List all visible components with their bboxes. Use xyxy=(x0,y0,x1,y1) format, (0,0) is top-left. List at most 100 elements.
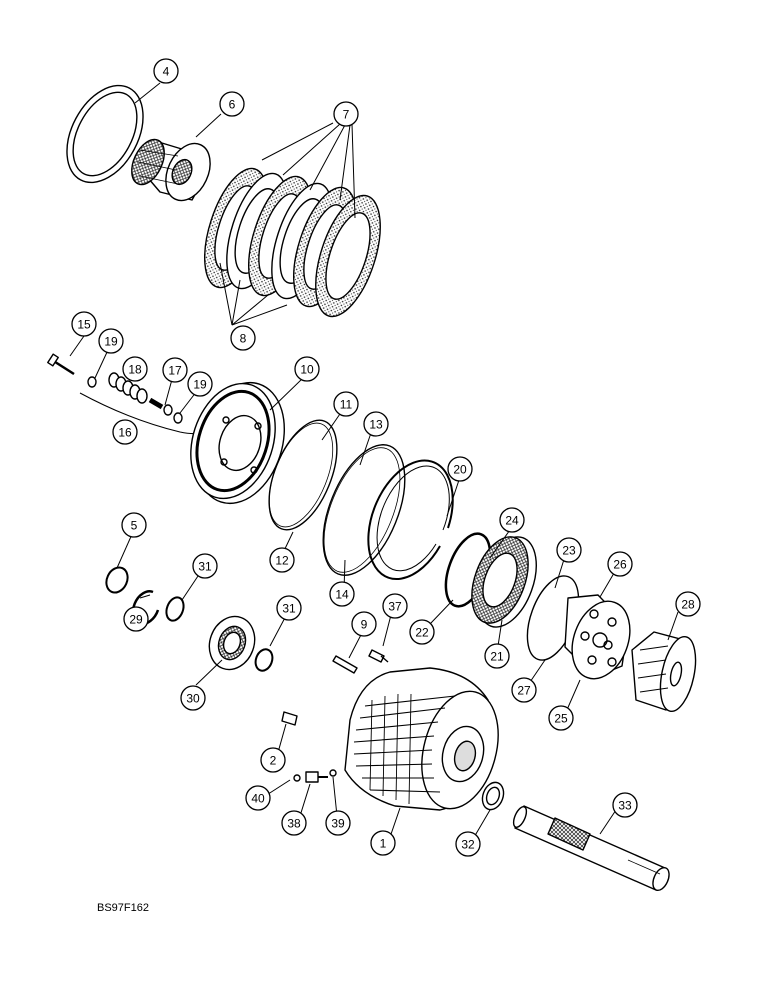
callout-19: 19 xyxy=(187,371,213,397)
callout-number: 19 xyxy=(104,335,118,349)
part-40-seal xyxy=(293,774,301,782)
callout-number: 7 xyxy=(343,108,350,122)
callout-number: 25 xyxy=(554,712,568,726)
part-37-fitting xyxy=(368,649,389,663)
callout-20: 20 xyxy=(447,456,473,482)
part-28-pinion-gear xyxy=(631,631,697,713)
callout-number: 10 xyxy=(300,363,314,377)
part-38-nipple xyxy=(305,771,328,783)
callout-balloon xyxy=(329,581,355,607)
callout-number: 1 xyxy=(380,837,387,851)
callout-balloon xyxy=(363,411,389,437)
callout-balloon xyxy=(112,419,138,445)
callout-balloon xyxy=(192,553,218,579)
callout-9: 9 xyxy=(351,611,377,637)
callout-number: 12 xyxy=(275,554,289,568)
callout-balloon xyxy=(548,705,574,731)
callout-number: 20 xyxy=(453,463,467,477)
callout-balloon xyxy=(260,747,286,773)
callout-balloon xyxy=(121,512,147,538)
callout-27: 27 xyxy=(511,677,537,703)
callout-number: 19 xyxy=(193,378,207,392)
callout-balloon xyxy=(325,810,351,836)
callout-number: 13 xyxy=(369,418,383,432)
part-24-21-thrust-bearing xyxy=(471,536,537,628)
callout-balloon xyxy=(370,830,396,856)
callout-23: 23 xyxy=(556,537,582,563)
callout-balloon xyxy=(447,456,473,482)
callout-number: 14 xyxy=(335,588,349,602)
callout-14: 14 xyxy=(329,581,355,607)
callout-21: 21 xyxy=(484,643,510,669)
callout-balloon xyxy=(219,91,245,117)
callout-balloon xyxy=(294,356,320,382)
callout-balloon xyxy=(269,547,295,573)
part-2-pin xyxy=(281,711,298,726)
callout-33: 33 xyxy=(612,792,638,818)
callout-16: 16 xyxy=(112,419,138,445)
callout-number: 26 xyxy=(613,558,627,572)
callout-number: 2 xyxy=(270,754,277,768)
callout-balloon xyxy=(187,371,213,397)
part-11-12-seal-ring xyxy=(268,419,338,531)
callout-32: 32 xyxy=(455,831,481,857)
callout-balloon xyxy=(180,685,206,711)
callout-number: 40 xyxy=(251,792,265,806)
callout-balloon xyxy=(607,551,633,577)
callout-26: 26 xyxy=(607,551,633,577)
callout-number: 24 xyxy=(505,514,519,528)
callout-10: 10 xyxy=(294,356,320,382)
part-39-o-ring xyxy=(329,769,337,777)
callout-number: 11 xyxy=(340,398,353,412)
callout-balloon xyxy=(499,507,525,533)
callout-number: 18 xyxy=(128,363,142,377)
part-30-bearing xyxy=(208,615,256,671)
callout-30: 30 xyxy=(180,685,206,711)
callout-number: 38 xyxy=(287,817,301,831)
callout-1: 1 xyxy=(370,830,396,856)
callout-number: 15 xyxy=(77,318,91,332)
part-15-bolt xyxy=(47,353,75,376)
callout-number: 16 xyxy=(118,426,132,440)
callout-number: 30 xyxy=(186,692,200,706)
part-32-bushing xyxy=(481,781,505,811)
callout-13: 13 xyxy=(363,411,389,437)
part-1-clutch-drum-housing xyxy=(344,667,499,811)
callout-12: 12 xyxy=(269,547,295,573)
callout-balloon xyxy=(230,325,256,351)
callout-29: 29 xyxy=(123,606,149,632)
callout-4: 4 xyxy=(153,58,179,84)
part-4-shim-ring xyxy=(66,84,144,184)
part-18-spring-pack xyxy=(79,372,206,435)
callout-17: 17 xyxy=(162,357,188,383)
callout-number: 39 xyxy=(331,817,345,831)
part-33-output-shaft xyxy=(512,805,670,892)
part-13-14-seal-ring xyxy=(322,444,406,576)
callout-balloon xyxy=(556,537,582,563)
callout-39: 39 xyxy=(325,810,351,836)
callout-number: 31 xyxy=(282,602,296,616)
part-5-snap-ring xyxy=(105,566,129,594)
callout-number: 33 xyxy=(618,799,632,813)
part-9-key xyxy=(332,655,358,674)
callout-number: 8 xyxy=(240,332,247,346)
callout-number: 9 xyxy=(361,618,368,632)
callout-31: 31 xyxy=(276,595,302,621)
callout-7: 7 xyxy=(333,101,359,127)
drawing-code: BS97F162 xyxy=(97,902,149,914)
callout-22: 22 xyxy=(409,619,435,645)
callout-18: 18 xyxy=(122,356,148,382)
callout-25: 25 xyxy=(548,705,574,731)
callout-balloon xyxy=(122,356,148,382)
callout-5: 5 xyxy=(121,512,147,538)
part-10-piston xyxy=(190,381,286,505)
callout-number: 37 xyxy=(388,600,402,614)
callout-15: 15 xyxy=(71,311,97,337)
callout-number: 17 xyxy=(168,364,182,378)
callout-38: 38 xyxy=(281,810,307,836)
part-26-25-carrier xyxy=(564,594,631,680)
callout-balloon xyxy=(511,677,537,703)
callout-number: 5 xyxy=(131,519,138,533)
